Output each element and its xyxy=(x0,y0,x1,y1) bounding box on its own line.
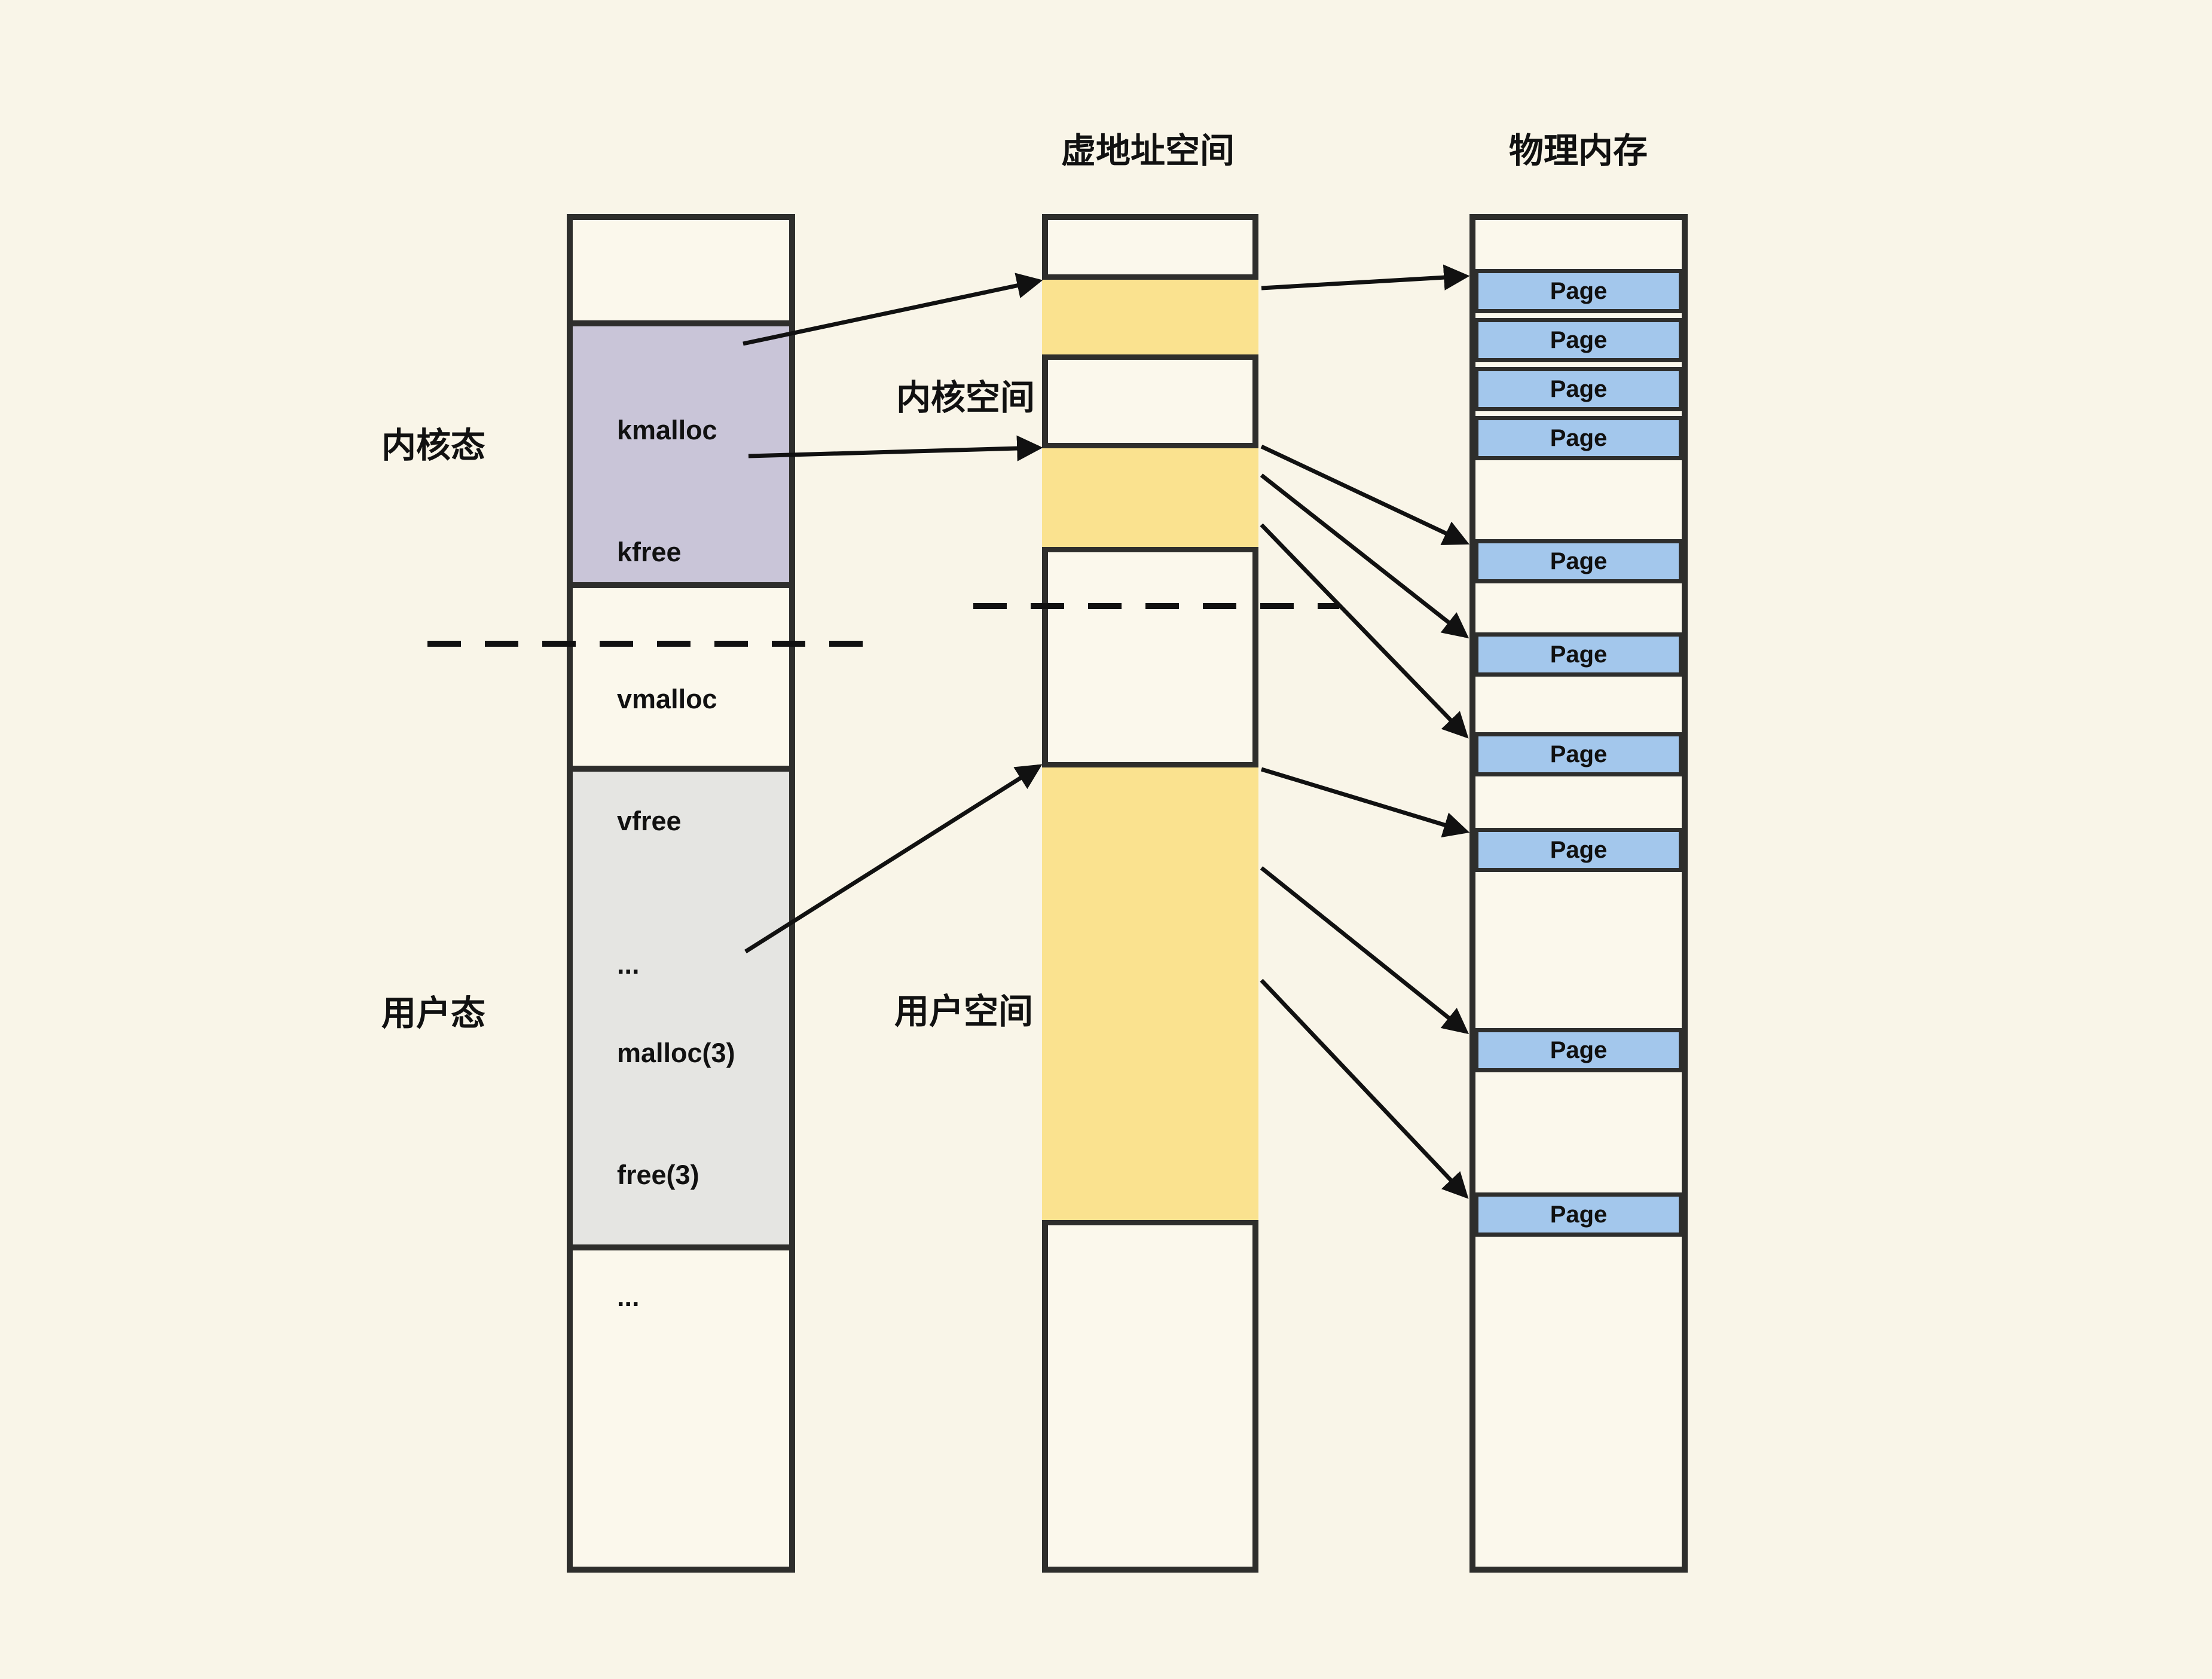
kmalloc-label: kmalloc xyxy=(617,415,717,445)
vmalloc-label: vmalloc xyxy=(617,684,717,714)
user-space-label: 用户空间 xyxy=(894,992,1033,1031)
arrow-region3-to-page10 xyxy=(1260,978,1469,1199)
virtual-user-region xyxy=(1042,762,1258,1225)
page-frame-2: Page xyxy=(1474,318,1683,362)
arrow-region2-to-page6 xyxy=(1260,473,1469,639)
user-api-ellipsis: ... xyxy=(617,1282,640,1312)
user-mode-label: 用户态 xyxy=(381,994,485,1033)
page-frame-7: Page xyxy=(1474,732,1683,776)
malloc-label: malloc(3) xyxy=(617,1038,735,1068)
arrow-region3-to-page8 xyxy=(1260,767,1470,838)
page-frame-1: Page xyxy=(1474,269,1683,313)
kernel-space-label: 内核空间 xyxy=(896,378,1035,417)
virtual-address-space-title: 虚地址空间 xyxy=(1061,131,1235,170)
arrow-region3-to-page9 xyxy=(1260,866,1469,1035)
page-frame-9: Page xyxy=(1474,1028,1683,1072)
page-frame-4: Page xyxy=(1474,416,1683,460)
page-frame-8: Page xyxy=(1474,828,1683,872)
virtual-kernel-region-2 xyxy=(1042,443,1258,552)
arrow-region2-to-page7 xyxy=(1260,523,1469,739)
arrow-region2-to-page5 xyxy=(1260,444,1469,545)
kernel-api-functions: kmalloc kfree vmalloc vfree ... xyxy=(617,329,717,1066)
free-label: free(3) xyxy=(617,1160,699,1190)
page-frame-3: Page xyxy=(1474,367,1683,411)
physical-memory-title: 物理内存 xyxy=(1508,131,1648,170)
kfree-label: kfree xyxy=(617,537,682,567)
kernel-api-ellipsis: ... xyxy=(617,949,640,980)
kernel-mode-label: 内核态 xyxy=(381,426,485,465)
page-frame-10: Page xyxy=(1474,1192,1683,1237)
page-frame-5: Page xyxy=(1474,539,1683,583)
page-frame-6: Page xyxy=(1474,632,1683,677)
arrow-region1-to-page1 xyxy=(1261,264,1470,290)
vfree-label: vfree xyxy=(617,806,682,836)
virtual-kernel-region-1 xyxy=(1042,274,1258,360)
user-api-functions: malloc(3) free(3) ... xyxy=(617,952,735,1399)
